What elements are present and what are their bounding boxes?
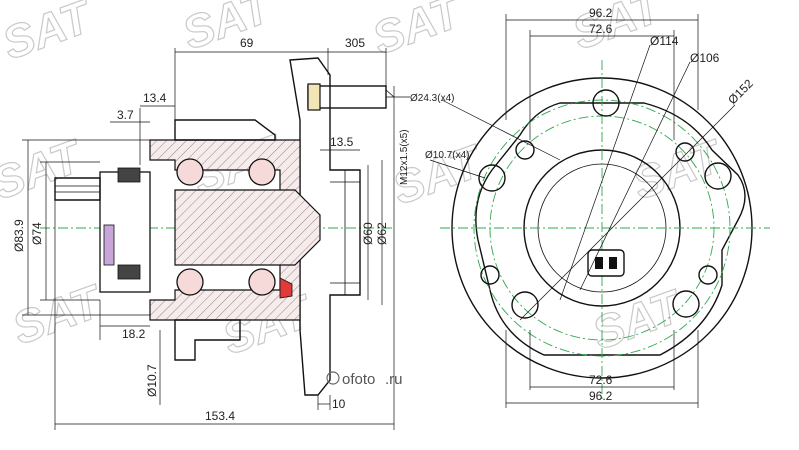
dim-label-dia-106: Ø106 <box>690 51 720 65</box>
dim-label-10: 10 <box>332 397 346 411</box>
logo-domain: .ru <box>385 371 403 388</box>
pilot-bore <box>330 170 360 295</box>
abs-connector-pin <box>595 257 603 269</box>
dim-label-top-96-2: 96.2 <box>589 6 613 20</box>
seal-red <box>279 277 293 299</box>
sensor-connector-ribs <box>55 185 100 193</box>
dim-label-dia-60: Ø60 <box>361 222 375 245</box>
leader-114 <box>559 44 651 301</box>
inner-shaft-section <box>174 189 321 266</box>
hub-body-section <box>149 139 301 321</box>
stud-chamfer <box>385 89 395 98</box>
upper-mount-lug <box>174 119 276 141</box>
sensor-connector <box>54 177 101 201</box>
brand-logo: ofoto .ru <box>326 371 403 388</box>
bearing-ball-lower-left <box>176 268 204 296</box>
lower-mount-lug <box>174 319 241 361</box>
dim-label-stud-head: Ø24.3(x4) <box>410 93 454 104</box>
side-section-view: 69 305 13.4 3.7 13.5 M12x1.5(x5) Ø24.3(x… <box>12 36 454 430</box>
wheel-stud-head <box>307 83 321 111</box>
dim-label-dia-83-9: Ø83.9 <box>12 219 26 252</box>
leader-106 <box>579 61 691 291</box>
front-view: 96.2 72.6 Ø114 Ø106 Ø152 Ø10.7(x4) 72.6 … <box>425 6 770 408</box>
dim-label-dia-152: Ø152 <box>725 76 756 107</box>
stud-hole-left <box>478 164 506 192</box>
bolt-hole-lower-left <box>480 265 500 285</box>
bearing-ball-upper-right <box>248 158 276 186</box>
dim-label-dia-62: Ø62 <box>375 222 389 245</box>
bolt-hole-lower-right <box>698 265 718 285</box>
stud-hole-lower-left <box>511 291 539 319</box>
dim-label-stud-thread: M12x1.5(x5) <box>399 129 410 185</box>
abs-connector <box>587 249 625 277</box>
dim-label-153-4: 153.4 <box>205 409 235 423</box>
bolt-hole-upper-left <box>515 140 535 160</box>
watermark-text: SAT <box>366 0 471 64</box>
dim-label-hole-10-7: Ø10.7(x4) <box>425 150 469 161</box>
watermark-text: SAT <box>586 279 691 359</box>
leader-hole <box>441 99 561 161</box>
seal-block-upper <box>117 167 141 183</box>
leader-hole-small <box>429 159 486 179</box>
watermark-text: SAT <box>0 129 90 209</box>
watermark-text: SAT <box>6 274 111 354</box>
dim-label-bottom-96-2: 96.2 <box>589 389 613 403</box>
dim-label-dia-74: Ø74 <box>30 222 44 245</box>
dim-label-bottom-72-6: 72.6 <box>589 373 613 387</box>
stud-hole-lower-right <box>672 290 700 318</box>
dim-label-3-7: 3.7 <box>117 108 134 122</box>
watermark-text: SAT <box>176 0 281 59</box>
bearing-ball-lower-right <box>248 268 276 296</box>
dim-label-18-2: 18.2 <box>122 327 146 341</box>
dim-label-dia-114: Ø114 <box>650 34 679 48</box>
abs-connector-pin <box>609 257 617 269</box>
dim-label-top-72-6: 72.6 <box>589 22 613 36</box>
bolt-hole-upper-right <box>675 142 695 162</box>
bearing-ball-upper-left <box>176 158 204 186</box>
logo-icon <box>326 371 340 385</box>
hub-flange-outline <box>289 57 361 396</box>
stud-hole-right <box>704 162 732 190</box>
stud-hole-top <box>592 89 620 117</box>
logo-text: ofoto <box>342 371 375 388</box>
leader-152 <box>519 104 736 321</box>
watermark-text: SAT <box>566 0 671 59</box>
dim-label-69: 69 <box>240 36 254 50</box>
dim-label-305: 305 <box>345 36 365 50</box>
dim-label-13-5: 13.5 <box>330 135 354 149</box>
watermark-text: SAT <box>0 0 100 69</box>
dim-label-13-4: 13.4 <box>143 91 167 105</box>
seal-block-lower <box>117 264 141 280</box>
dim-label-dia-10-7: Ø10.7 <box>145 364 159 397</box>
flange-plate-outline <box>475 102 746 356</box>
magnetic-encoder <box>103 224 115 266</box>
watermark-text: SAT <box>626 129 731 209</box>
